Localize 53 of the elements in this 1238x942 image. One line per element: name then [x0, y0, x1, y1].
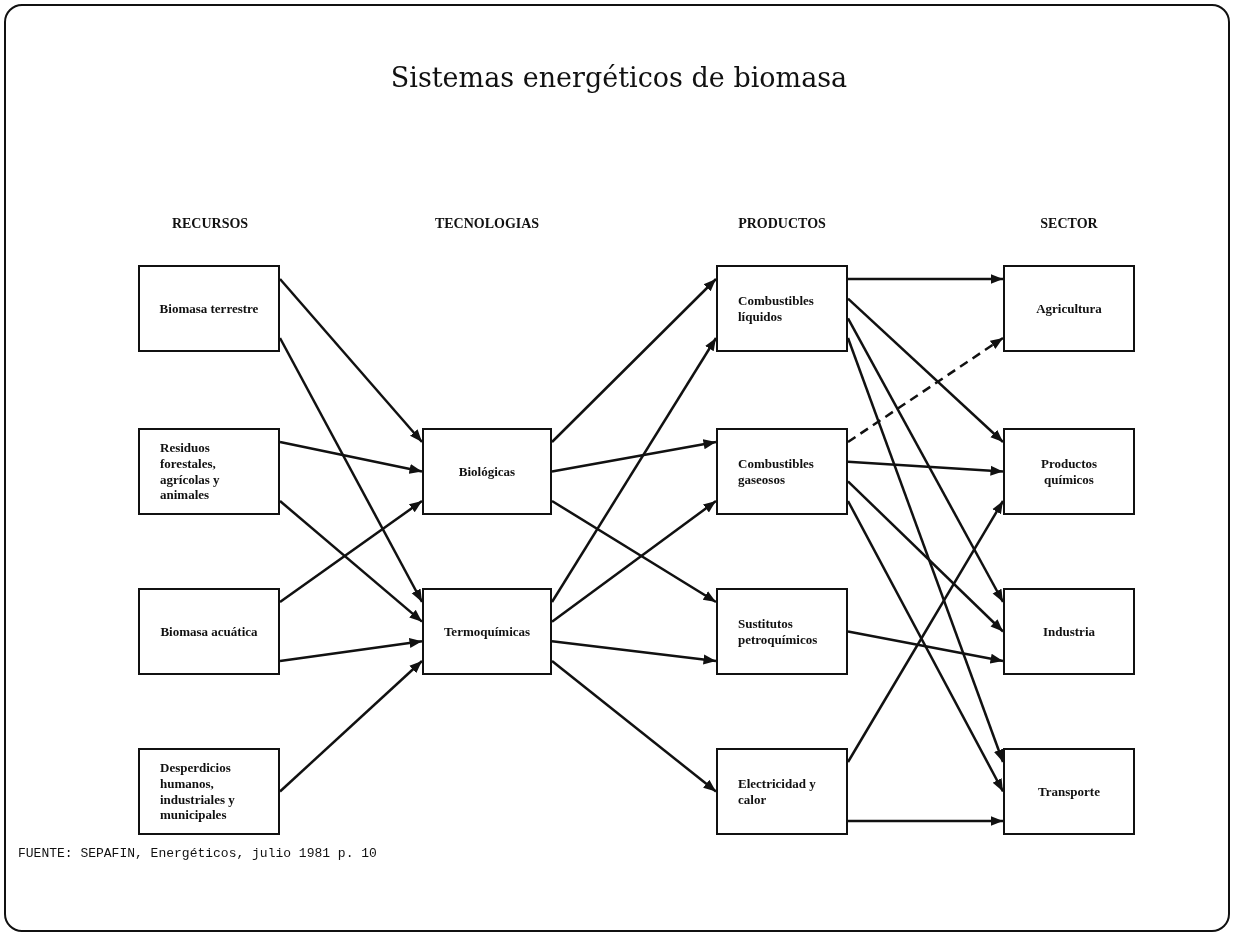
box-label: Transporte	[1038, 783, 1100, 800]
box-label: Combustibles líquidos	[738, 292, 815, 325]
box-label: Residuos forestales, agrícolas y animales	[160, 440, 221, 503]
column-heading: TECNOLOGIAS	[433, 216, 541, 232]
process-box	[138, 265, 280, 352]
process-box	[716, 265, 848, 352]
arrow	[847, 297, 1004, 443]
process-box	[716, 428, 848, 515]
arrow	[279, 500, 423, 603]
box-label: Desperdicios humanos, industriales y municipales	[160, 760, 236, 823]
arrow	[279, 440, 423, 474]
arrow	[847, 630, 1004, 664]
box-label: Combustibles gaseosos	[738, 455, 815, 488]
arrow	[279, 660, 423, 793]
arrow	[551, 500, 717, 623]
box-label: Biomasa terrestre	[159, 300, 259, 317]
arrow	[847, 460, 1004, 476]
process-box	[138, 588, 280, 675]
arrow	[551, 499, 717, 604]
arrow	[848, 816, 1003, 826]
arrow	[848, 274, 1003, 284]
arrow	[551, 640, 717, 665]
column-heading: PRODUCTOS	[737, 216, 827, 232]
process-box	[138, 748, 280, 835]
box-label: Biológicas	[458, 463, 516, 480]
arrow	[551, 439, 717, 473]
box-label: Productos químicos	[1039, 455, 1099, 488]
process-box	[1003, 588, 1135, 675]
process-box	[422, 588, 552, 675]
box-label: Termoquímicas	[443, 623, 531, 640]
arrow	[847, 336, 1004, 444]
arrow	[279, 500, 423, 623]
process-box	[1003, 428, 1135, 515]
title: Sistemas energéticos de biomasa	[390, 62, 848, 93]
box-label: Electricidad y calor	[738, 775, 817, 808]
column-heading: RECURSOS	[170, 216, 250, 232]
source-note: FUENTE: SEPAFIN, Energéticos, julio 1981 p. 10	[18, 846, 377, 861]
arrow	[279, 638, 423, 663]
box-label: Biomasa acuática	[160, 623, 258, 640]
box-label: Sustitutos petroquímicos	[738, 615, 819, 648]
process-box	[716, 748, 848, 835]
process-box	[1003, 265, 1135, 352]
process-box	[716, 588, 848, 675]
arrow	[847, 480, 1004, 633]
process-box	[138, 428, 280, 515]
box-label: Agricultura	[1036, 300, 1102, 317]
process-box	[422, 428, 552, 515]
arrow	[279, 278, 423, 443]
column-heading: SECTOR	[1039, 216, 1099, 232]
arrow	[551, 660, 717, 793]
process-box	[1003, 748, 1135, 835]
arrow	[551, 278, 717, 443]
box-label: Industria	[1043, 623, 1095, 640]
